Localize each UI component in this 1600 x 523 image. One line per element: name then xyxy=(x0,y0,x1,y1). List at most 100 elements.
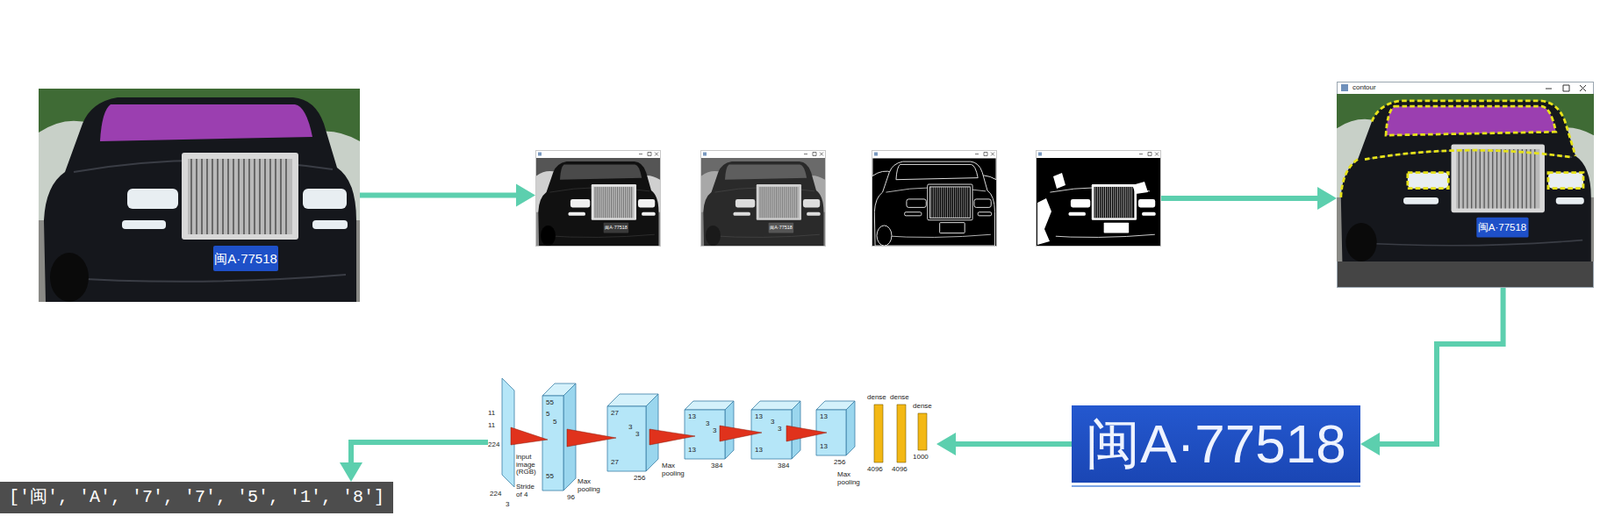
layer-dimension: 13 xyxy=(688,413,696,421)
layer-dimension: 256 xyxy=(633,474,646,482)
layer-dimension: 11 xyxy=(487,422,496,430)
cnn-illustration-part xyxy=(566,429,617,447)
layer-dimension: 3 xyxy=(635,430,639,438)
blur-thumbnail-part xyxy=(701,157,826,246)
plate-number: 闽A·77518 xyxy=(604,225,627,230)
layer-dimension: 13 xyxy=(819,413,828,421)
plate-number: 闽A·77518 xyxy=(214,251,278,266)
edge-thumbnail-part xyxy=(975,152,995,157)
binary-thumbnail-part xyxy=(1038,152,1042,157)
layer-dimension: 224 xyxy=(489,490,502,498)
arrow-shaft xyxy=(359,193,517,199)
contour-window-part-part xyxy=(1371,100,1576,157)
arrow-shaft xyxy=(1161,195,1319,201)
layer-dimension: 384 xyxy=(710,462,723,470)
cnn-illustration-part xyxy=(846,401,855,456)
layer-dimension: 1000 xyxy=(912,453,929,461)
layer-dimension: 11 xyxy=(487,409,496,417)
plate-number: 闽A·77518 xyxy=(1085,416,1346,472)
contour-window-part xyxy=(1337,82,1594,288)
flow-arrow xyxy=(1360,287,1504,456)
layer-dimension: dense xyxy=(867,394,887,402)
arrow-shaft xyxy=(351,442,488,464)
arrow-shaft xyxy=(1378,287,1504,445)
cnn-illustration-part xyxy=(918,413,927,451)
plate-text-box: 闽A·77518 xyxy=(1476,217,1529,238)
layer-dimension: Max pooling xyxy=(837,471,866,487)
edge-thumbnail-part xyxy=(872,150,998,247)
cnn-node: 2241111input image (RGB)Stride of 422435… xyxy=(487,374,937,510)
cnn-illustration-part xyxy=(719,425,762,442)
layer-dimension: Stride of 4 xyxy=(516,483,541,499)
layer-dimension: 13 xyxy=(754,413,763,421)
plate-text-box: 闽A·77518 xyxy=(213,245,279,272)
layer-dimension: input image (RGB) xyxy=(516,453,541,477)
layer-dimension: 3 xyxy=(705,420,710,428)
window-title: contour xyxy=(1352,84,1377,92)
preprocess-node: 闽A·77518闽A·77518 xyxy=(535,150,1162,247)
binary-thumbnail-part xyxy=(1037,172,1148,245)
layer-dimension: 3 xyxy=(770,418,775,426)
flow-arrow xyxy=(1161,186,1337,210)
car-photo xyxy=(38,88,360,302)
contour-window-part xyxy=(1545,85,1586,92)
layer-dimension: 224 xyxy=(487,441,500,449)
plate-crop-node: 闽A·77518 xyxy=(1071,405,1361,483)
contour-window-part-part xyxy=(1548,172,1584,189)
contour-node: contour 闽A·77518 xyxy=(1336,81,1594,288)
layer-dimension: 5 xyxy=(552,418,557,426)
contour-window-part-part xyxy=(1341,159,1358,198)
layer-dimension: 256 xyxy=(833,459,846,467)
car-photo-part xyxy=(38,88,360,302)
gray-thumbnail-part xyxy=(638,152,659,157)
cnn-illustration-part xyxy=(684,409,725,460)
blur-thumbnail-part xyxy=(703,152,707,157)
layer-dimension: 384 xyxy=(777,462,790,470)
cnn-illustration-part xyxy=(649,429,696,445)
layer-dimension: 27 xyxy=(610,409,619,417)
layer-dimension: 4096 xyxy=(867,466,883,474)
output-node: ['闽', 'A', '7', '7', '5', '1', '8'] xyxy=(0,481,394,514)
blur-thumbnail-part xyxy=(803,152,824,157)
layer-dimension: Max pooling xyxy=(577,478,608,494)
plate-underline xyxy=(1071,485,1361,488)
layer-dimension: 55 xyxy=(545,399,554,407)
cnn-illustration-part xyxy=(751,409,792,460)
edge-thumbnail-part xyxy=(874,152,878,157)
arrow-head xyxy=(516,184,536,208)
cnn-illustration-part xyxy=(607,406,646,472)
binary-thumbnail-part xyxy=(1139,152,1159,157)
layer-dimension: 3 xyxy=(628,423,632,431)
recognition-result: ['闽', 'A', '7', '7', '5', '1', '8'] xyxy=(8,488,385,507)
contour-window-part xyxy=(1336,93,1594,262)
cnn-illustration-part xyxy=(786,425,827,442)
layer-dimension: 5 xyxy=(545,410,550,418)
layer-dimension: 55 xyxy=(545,473,554,481)
arrow-head xyxy=(1360,432,1380,456)
contour-window-part-part xyxy=(1407,172,1449,189)
binary-thumbnail-part xyxy=(1036,150,1162,247)
arrow-head xyxy=(1317,186,1337,210)
cnn-illustration xyxy=(502,378,927,491)
flow-arrow xyxy=(339,442,488,482)
blur-thumbnail xyxy=(701,150,826,247)
gray-thumbnail-part xyxy=(538,152,542,157)
layer-dimension: 3 xyxy=(505,501,510,509)
gray-thumbnail xyxy=(536,150,661,247)
contour-window xyxy=(1336,82,1594,288)
cnn-illustration-part xyxy=(542,395,564,491)
contour-window-part xyxy=(1337,261,1593,287)
cnn-illustration-part xyxy=(874,404,883,463)
flow-arrow xyxy=(936,432,1072,456)
binary-thumbnail-part xyxy=(1036,157,1161,246)
layer-dimension: dense xyxy=(912,402,933,410)
blur-thumbnail-part xyxy=(701,150,826,247)
layer-dimension: 3 xyxy=(712,427,717,435)
layer-dimension: 4096 xyxy=(891,466,908,474)
layer-dimension: 96 xyxy=(566,494,575,502)
contour-window-part xyxy=(1341,100,1584,198)
flow-arrow xyxy=(359,184,536,208)
layer-dimension: 27 xyxy=(610,459,619,467)
contour-window-part-part xyxy=(1364,150,1572,159)
